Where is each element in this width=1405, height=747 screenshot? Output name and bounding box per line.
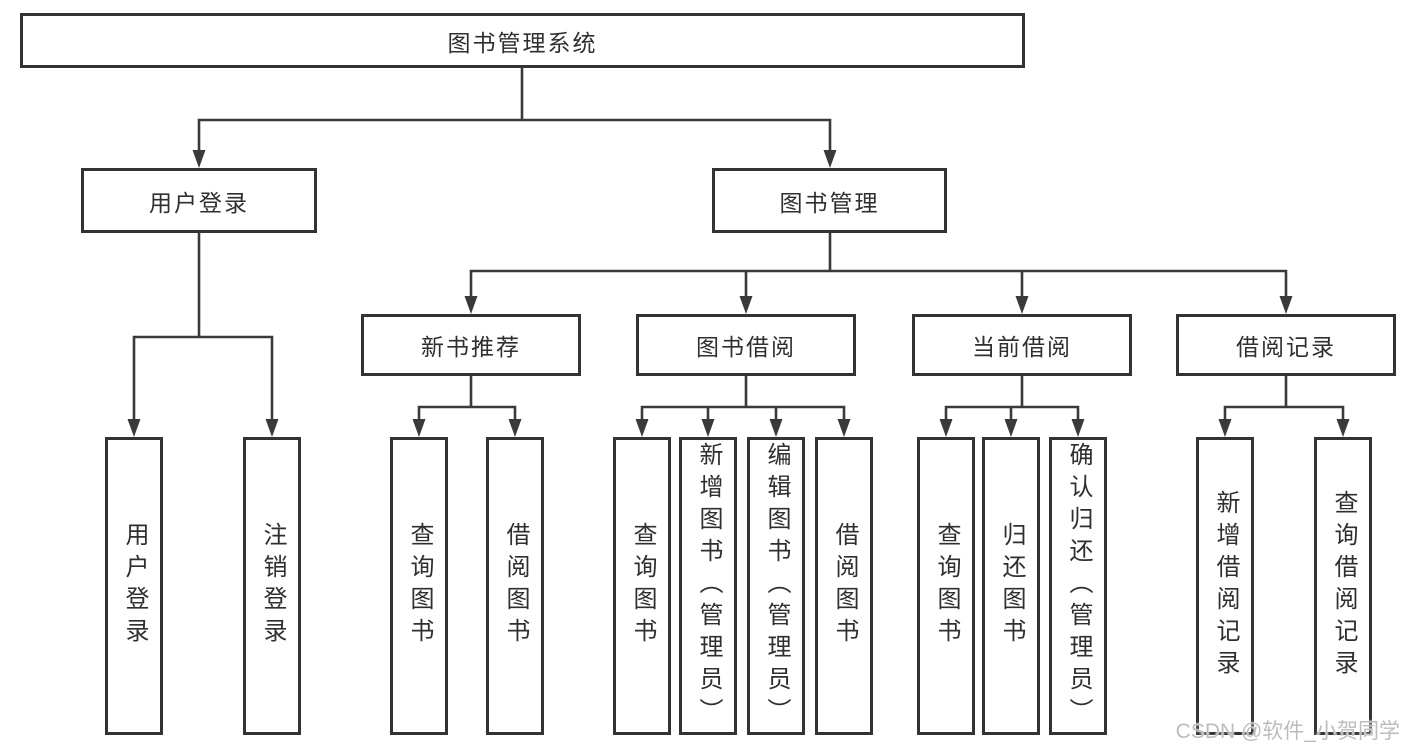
leaf-query-books-borrow: 查询图书: [613, 437, 671, 735]
node-borrowing-records: 借阅记录: [1176, 314, 1396, 376]
leaf-query-books-borrow-label: 查询图书: [629, 522, 656, 650]
csdn-watermark: CSDN @软件_小贺同学: [1175, 720, 1400, 743]
node-user-login-label: 用户登录: [149, 189, 249, 216]
leaf-add-borrow-record: 新增借阅记录: [1196, 437, 1254, 735]
node-borrowing-records-label: 借阅记录: [1236, 334, 1336, 360]
leaf-logout: 注销登录: [243, 437, 301, 735]
node-root-system-label: 图书管理系统: [447, 29, 598, 56]
connector-book-borrow-to-leaves: [635, 376, 851, 437]
node-root-system: 图书管理系统: [20, 13, 1025, 68]
node-book-borrowing-label: 图书借阅: [696, 334, 796, 360]
node-book-management: 图书管理: [712, 168, 947, 233]
leaf-query-books-current-label: 查询图书: [933, 522, 960, 650]
node-new-book-recommend: 新书推荐: [361, 314, 581, 376]
node-current-borrowing: 当前借阅: [912, 314, 1132, 376]
leaf-logout-label: 注销登录: [259, 522, 286, 650]
connector-root-to-level2: [192, 68, 837, 168]
leaf-query-books-current: 查询图书: [917, 437, 975, 735]
connector-current-borrow-to-leaves: [939, 376, 1085, 437]
leaf-query-borrow-record: 查询借阅记录: [1314, 437, 1372, 735]
leaf-query-books-recommend-label: 查询图书: [406, 522, 433, 650]
leaf-borrow-books-recommend-label: 借阅图书: [502, 522, 529, 650]
node-new-book-recommend-label: 新书推荐: [421, 334, 521, 360]
leaf-borrow-books-recommend: 借阅图书: [486, 437, 544, 735]
leaf-confirm-return-admin: 确认归还（管理员）: [1049, 437, 1107, 735]
leaf-query-books-recommend: 查询图书: [390, 437, 448, 735]
node-user-login: 用户登录: [81, 168, 317, 233]
leaf-confirm-return-admin-label: 确认归还（管理员）: [1065, 442, 1092, 730]
leaf-add-books-admin: 新增图书（管理员）: [679, 437, 737, 735]
connector-new-book-to-leaves: [412, 376, 522, 437]
leaf-user-login: 用户登录: [105, 437, 163, 735]
leaf-edit-books-admin-label: 编辑图书（管理员）: [763, 442, 790, 730]
leaf-borrow-books-label: 借阅图书: [831, 522, 858, 650]
connector-book-mgmt-to-level3: [464, 233, 1293, 314]
leaf-query-borrow-record-label: 查询借阅记录: [1330, 490, 1357, 682]
connector-borrow-records-to-leaves: [1218, 376, 1350, 437]
leaf-user-login-label: 用户登录: [121, 522, 148, 650]
leaf-add-borrow-record-label: 新增借阅记录: [1212, 490, 1239, 682]
connector-user-login-to-leaves: [127, 233, 279, 437]
node-book-management-label: 图书管理: [779, 189, 880, 216]
node-current-borrowing-label: 当前借阅: [972, 334, 1072, 360]
node-book-borrowing: 图书借阅: [636, 314, 856, 376]
leaf-borrow-books: 借阅图书: [815, 437, 873, 735]
leaf-add-books-admin-label: 新增图书（管理员）: [695, 442, 722, 730]
leaf-return-books-label: 归还图书: [998, 522, 1025, 650]
leaf-return-books: 归还图书: [982, 437, 1040, 735]
leaf-edit-books-admin: 编辑图书（管理员）: [747, 437, 805, 735]
